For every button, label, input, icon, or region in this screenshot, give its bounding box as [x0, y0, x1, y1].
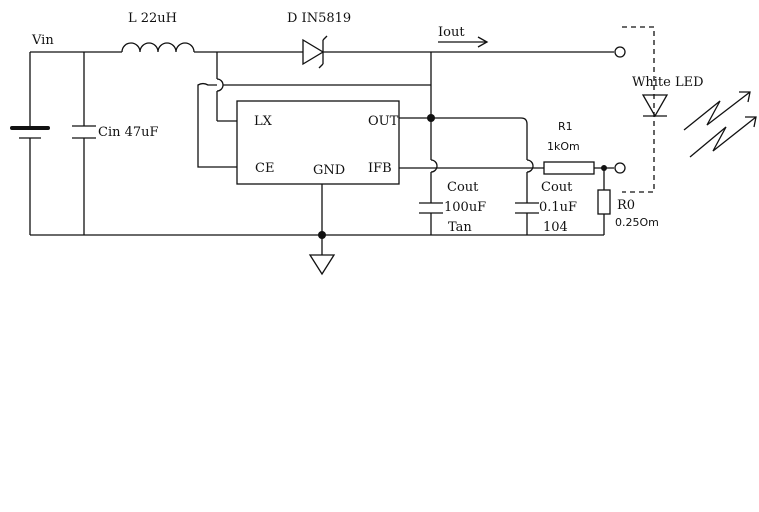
pin-ifb: IFB	[368, 161, 392, 176]
ground-bus	[30, 184, 604, 255]
junction-dot	[318, 231, 326, 239]
r0-resistor	[597, 189, 611, 215]
r1-resistor	[543, 161, 595, 175]
battery-symbol	[10, 126, 50, 139]
cout1-type: Tan	[448, 220, 472, 235]
led-connector-dashed	[622, 26, 655, 193]
input-rail	[29, 51, 122, 235]
ce-wiring	[197, 83, 431, 168]
iout-arrow	[438, 36, 489, 48]
ground-icon	[308, 254, 336, 276]
output-rail	[323, 46, 626, 203]
cout-0.1uf-capacitor	[515, 202, 539, 235]
regulator-ic	[236, 100, 400, 185]
inductor-label: L 22uH	[128, 11, 177, 26]
r0-name: R0	[617, 198, 635, 213]
r0-value: 0.25Om	[615, 216, 659, 229]
white-led-icon	[641, 94, 669, 118]
cout2-code: 104	[543, 220, 568, 235]
junction-dot	[427, 114, 435, 122]
white-led-label: White LED	[632, 75, 704, 90]
light-emission-arrows-icon	[683, 91, 757, 158]
cin-capacitor	[72, 125, 96, 139]
cout2-name: Cout	[541, 180, 573, 195]
vin-label: Vin	[31, 33, 54, 48]
iout-label: Iout	[438, 25, 465, 40]
diode-label: D IN5819	[287, 11, 351, 26]
junction-dot	[601, 165, 607, 171]
cin-label: Cin 47uF	[98, 125, 159, 140]
cout2-value: 0.1uF	[539, 200, 577, 215]
pin-ce: CE	[255, 161, 274, 176]
r1-value: 1kOm	[547, 140, 580, 153]
inductor-coil	[121, 42, 195, 53]
ifb-wiring	[399, 162, 626, 190]
pin-gnd: GND	[313, 163, 345, 178]
pin-out: OUT	[368, 114, 399, 129]
r1-name: R1	[558, 120, 573, 133]
out-pin-wiring	[399, 114, 534, 203]
switch-node-wiring	[194, 51, 303, 122]
cout-100uf-capacitor	[419, 202, 443, 235]
pin-lx: LX	[254, 114, 273, 129]
cout1-value: 100uF	[444, 200, 486, 215]
cout1-name: Cout	[447, 180, 479, 195]
